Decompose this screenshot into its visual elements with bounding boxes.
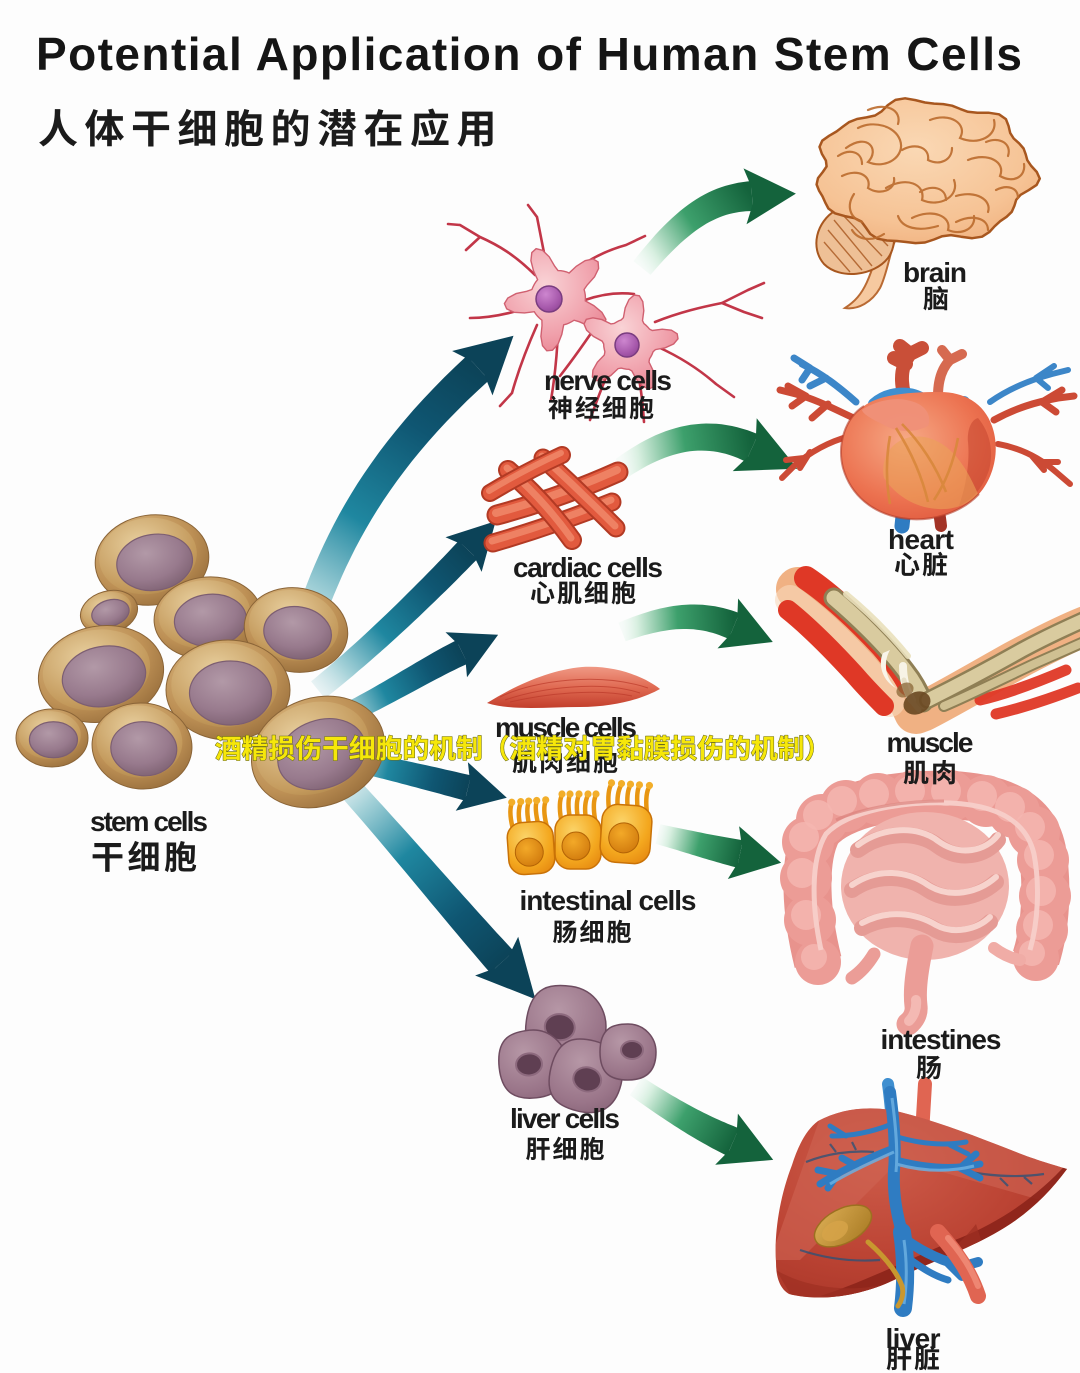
svg-text:heart: heart [888,524,954,555]
svg-text:Potential Application of Human: Potential Application of Human Stem Cell… [36,28,1022,80]
svg-text:stem cells: stem cells [90,806,208,837]
svg-text:nerve cells: nerve cells [544,365,672,396]
svg-text:intestinal cells: intestinal cells [520,885,697,916]
svg-text:brain: brain [903,257,967,288]
svg-text:liver cells: liver cells [510,1103,620,1134]
svg-text:muscle: muscle [887,727,974,758]
svg-text:cardiac cells: cardiac cells [513,552,663,583]
svg-text:intestines: intestines [881,1024,1002,1055]
